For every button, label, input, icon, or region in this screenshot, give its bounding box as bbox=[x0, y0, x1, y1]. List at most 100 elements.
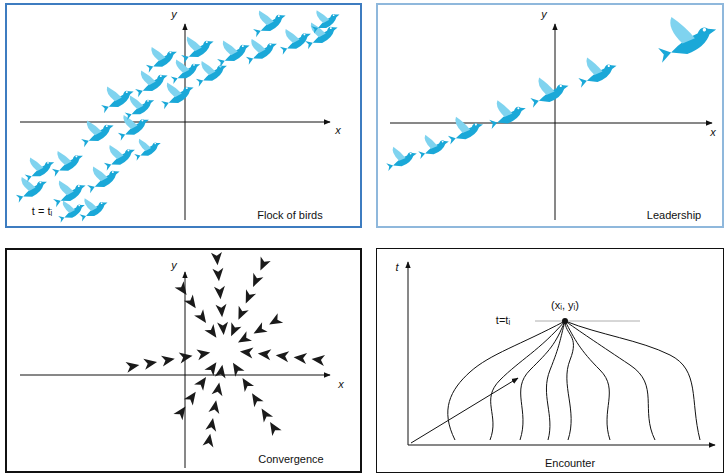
drawing-part bbox=[415, 129, 452, 159]
panel: Leadership bbox=[376, 3, 724, 228]
drawing-part bbox=[54, 194, 88, 222]
drawing-part bbox=[408, 445, 715, 446]
drawing-part bbox=[390, 123, 712, 124]
drawing-part bbox=[239, 346, 253, 358]
drawing-part bbox=[20, 122, 330, 123]
encounter-point bbox=[562, 318, 568, 324]
drawing-part bbox=[555, 24, 556, 220]
drawing-part bbox=[251, 322, 268, 338]
drawing-part bbox=[228, 360, 244, 377]
drawing-part bbox=[173, 403, 189, 420]
drawing-part bbox=[215, 364, 228, 379]
drawing-part bbox=[241, 289, 256, 305]
drawing-part bbox=[211, 252, 229, 336]
drawing-part bbox=[204, 359, 220, 376]
drawing-part bbox=[212, 382, 225, 397]
drawing-part bbox=[238, 375, 254, 392]
panel: Encounter bbox=[376, 248, 724, 473]
axis-label: t = tᵢ bbox=[31, 205, 53, 218]
axis-label: t bbox=[394, 261, 399, 274]
drawing-part bbox=[20, 150, 58, 182]
axis-label: y bbox=[170, 8, 178, 21]
drawing-part bbox=[212, 268, 224, 282]
drawing-part bbox=[175, 281, 191, 298]
drawing-part bbox=[275, 350, 289, 362]
drawing-part bbox=[255, 256, 270, 272]
drawing-part bbox=[526, 71, 572, 108]
drawing-part bbox=[248, 273, 263, 289]
drawing-part bbox=[247, 390, 263, 407]
drawing-part bbox=[176, 28, 217, 63]
panel: Flock of birds bbox=[5, 3, 362, 228]
drawing-part bbox=[411, 378, 518, 443]
drawing-part bbox=[175, 281, 221, 341]
drawing-part bbox=[211, 252, 223, 266]
drawing-part bbox=[179, 350, 194, 363]
drawing-part bbox=[212, 32, 253, 67]
axis-label: x bbox=[337, 378, 345, 391]
drawing-part bbox=[20, 375, 330, 376]
drawing-part bbox=[113, 107, 152, 140]
panel-caption: Convergence bbox=[258, 453, 323, 466]
drawing-part bbox=[241, 31, 280, 64]
drawing-part bbox=[130, 132, 164, 160]
panel-caption: Encounter bbox=[545, 457, 595, 470]
drawing-part bbox=[214, 286, 226, 300]
drawing-part bbox=[99, 137, 138, 170]
drawing-part bbox=[565, 321, 573, 440]
drawing-part bbox=[161, 353, 176, 366]
drawing-part bbox=[307, 3, 343, 33]
drawing-part bbox=[203, 364, 228, 448]
axes bbox=[408, 262, 715, 445]
drawing-part bbox=[565, 321, 700, 440]
axis-label: y bbox=[540, 8, 548, 21]
panel-caption: Leadership bbox=[647, 209, 701, 222]
drawing-part bbox=[96, 78, 137, 113]
axis-label: x bbox=[334, 124, 342, 137]
drawing-part bbox=[257, 406, 273, 423]
drawing-part bbox=[239, 346, 325, 366]
converging-arrows bbox=[126, 252, 325, 448]
drawing-part bbox=[76, 112, 117, 147]
panel: Convergence bbox=[5, 248, 362, 473]
drawing-part bbox=[48, 172, 89, 207]
drawing-part bbox=[266, 313, 283, 329]
drawing-part bbox=[184, 294, 200, 311]
drawing-part bbox=[196, 347, 211, 360]
drawing-part bbox=[448, 321, 565, 440]
trajectories bbox=[448, 321, 700, 440]
drawing-part bbox=[565, 321, 655, 440]
drawing-part bbox=[143, 357, 158, 370]
axes bbox=[20, 272, 330, 468]
drawing-part bbox=[520, 321, 565, 440]
panel-caption: Flock of birds bbox=[257, 209, 322, 222]
drawing-part bbox=[11, 169, 50, 202]
drawing-part bbox=[311, 354, 325, 366]
axis-label: (xᵢ, yᵢ) bbox=[550, 299, 580, 312]
drawing-part bbox=[293, 352, 307, 364]
drawing-part bbox=[546, 321, 565, 440]
drawing-part bbox=[235, 313, 283, 347]
drawing-part bbox=[226, 256, 271, 338]
drawing-part bbox=[226, 322, 241, 338]
drawing-part bbox=[248, 2, 289, 37]
drawing-part bbox=[265, 419, 281, 436]
axis-label: y bbox=[170, 259, 178, 272]
drawing-part bbox=[204, 324, 220, 341]
drawing-part bbox=[216, 304, 228, 318]
drawing-part bbox=[235, 331, 252, 347]
drawing-part bbox=[203, 433, 216, 448]
drawing-part bbox=[490, 321, 565, 440]
drawing-part bbox=[257, 348, 271, 360]
drawing-part bbox=[126, 360, 141, 373]
drawing-part bbox=[208, 399, 221, 414]
drawing-part bbox=[185, 24, 186, 220]
drawing-part bbox=[191, 53, 230, 86]
drawing-part bbox=[485, 94, 529, 129]
bird-line bbox=[383, 7, 721, 171]
drawing-part bbox=[408, 262, 409, 445]
drawing-part bbox=[194, 374, 210, 391]
drawing-part bbox=[535, 321, 640, 322]
